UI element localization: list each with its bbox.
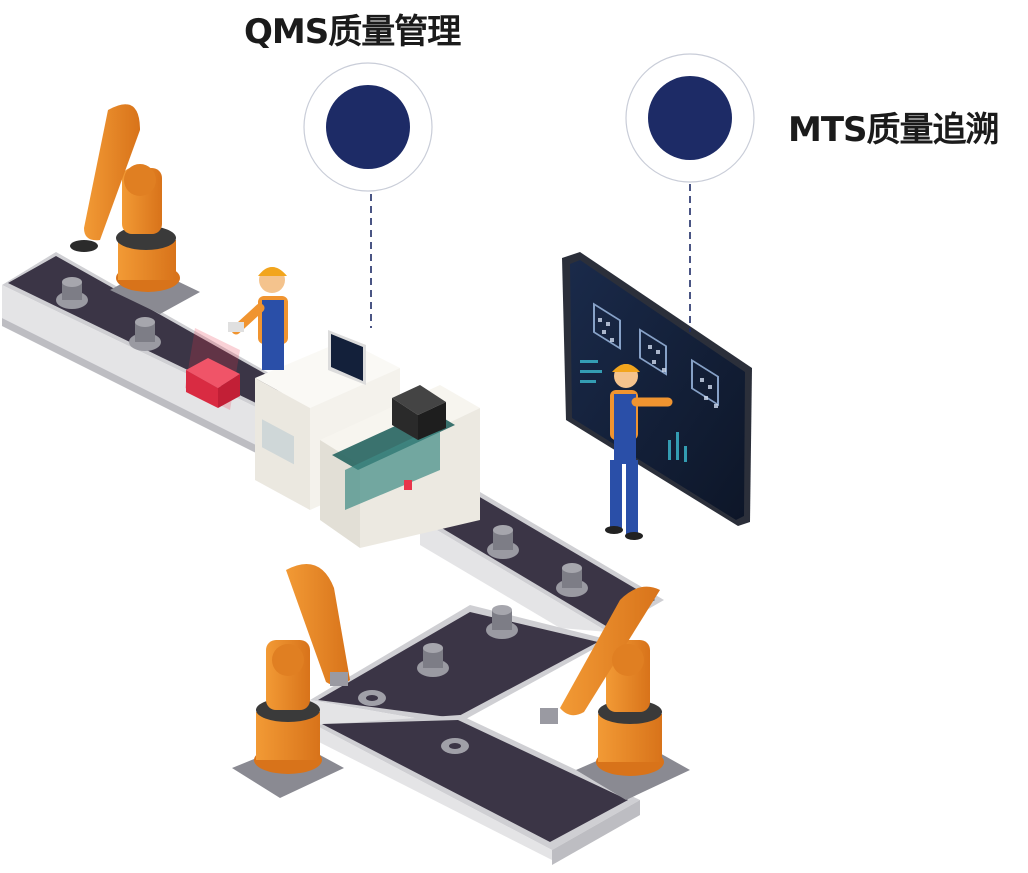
qms-callout [303,62,433,328]
mts-label: MTS质量追溯 [788,110,1000,150]
robot-arm-top-left [70,104,200,314]
belt-part [487,525,519,559]
belt-part [56,277,88,309]
mts-callout [625,53,755,332]
belt-part [417,643,449,677]
inspection-machine [255,330,480,548]
robot-arm-bottom-right [540,586,690,800]
belt-part [129,317,161,351]
dashboard-screen [562,252,752,526]
belt-part [556,563,588,597]
conveyor-belt [2,252,664,865]
belt-nut [358,690,386,706]
qms-label: QMS质量管理 [244,12,461,52]
robot-arm-bottom-left [232,564,350,798]
worker-operator [605,364,673,540]
worker-inspector [228,267,288,370]
belt-part [486,605,518,639]
mts-node-icon [648,76,732,160]
scanned-part [185,328,240,410]
belt-nut [441,738,469,754]
qms-node-icon [326,85,410,169]
